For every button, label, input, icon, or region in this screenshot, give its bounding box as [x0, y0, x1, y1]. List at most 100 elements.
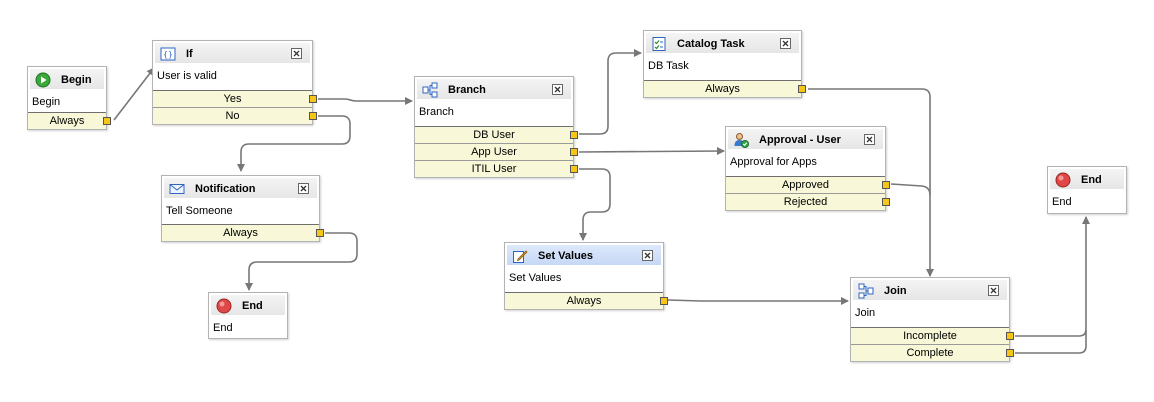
exit-condition-incomplete[interactable]: Incomplete [851, 327, 1014, 344]
activity-title: Notification [195, 183, 256, 195]
exit-port[interactable] [660, 297, 668, 305]
exit-port[interactable] [103, 117, 111, 125]
activity-notification[interactable]: Notification Tell Someone Always [161, 175, 324, 242]
activity-header[interactable]: Approval - User [728, 129, 883, 149]
envelope-icon [169, 181, 185, 197]
exit-label: Always [49, 115, 85, 127]
activity-title: Catalog Task [677, 38, 745, 50]
activity-header[interactable]: {} If [155, 43, 310, 63]
activity-header[interactable]: Set Values [507, 245, 661, 265]
exit-label: Rejected [783, 196, 828, 208]
close-icon[interactable] [864, 134, 875, 145]
activity-set-values[interactable]: Set Values Set Values Always [504, 242, 668, 310]
exit-port[interactable] [882, 198, 890, 206]
activity-header[interactable]: Begin [30, 69, 104, 89]
activity-description: End [1052, 196, 1072, 208]
wire-setvalues-to-join[interactable] [667, 297, 849, 305]
exit-port[interactable] [309, 95, 317, 103]
wire-yes-to-branch[interactable] [318, 97, 413, 105]
activity-title: End [242, 300, 263, 312]
exit-label: Incomplete [903, 330, 957, 342]
stop-icon [216, 298, 232, 314]
exit-port[interactable] [1006, 349, 1014, 357]
exit-label: Complete [906, 347, 954, 359]
exit-label: App User [471, 146, 517, 158]
exit-condition-complete[interactable]: Complete [851, 344, 1014, 361]
activity-header[interactable]: Join [853, 280, 1007, 300]
wire-begin-to-if[interactable] [113, 67, 155, 121]
branch-icon [422, 82, 438, 98]
exit-condition-no[interactable]: No [153, 107, 317, 124]
activity-catalog-task[interactable]: Catalog Task DB Task Always [643, 30, 806, 98]
exit-condition-rejected[interactable]: Rejected [726, 193, 890, 210]
exit-port[interactable] [882, 181, 890, 189]
edit-icon [512, 248, 528, 264]
activity-end[interactable]: End End [1047, 166, 1127, 214]
wire-appuser-to-approval[interactable] [578, 147, 725, 156]
activity-end[interactable]: End End [208, 292, 288, 339]
close-icon[interactable] [291, 48, 302, 59]
activity-title: If [186, 48, 193, 60]
exit-condition-always[interactable]: Always [505, 292, 668, 309]
exit-condition-always[interactable]: Always [644, 80, 806, 97]
condition-icon: {} [160, 46, 176, 62]
exit-label: Yes [223, 93, 242, 105]
exit-condition-always[interactable]: Always [162, 224, 324, 241]
activity-title: Approval - User [759, 134, 841, 146]
wire-approved-to-join[interactable] [890, 183, 931, 196]
activity-approval-user[interactable]: Approval - User Approval for Apps Approv… [725, 126, 890, 211]
exit-label: DB User [473, 129, 515, 141]
exit-port[interactable] [798, 85, 806, 93]
activity-if[interactable]: {} If User is valid Yes No [152, 40, 317, 125]
exit-label: Approved [781, 179, 830, 191]
close-icon[interactable] [642, 250, 653, 261]
wire-catalog-to-join[interactable] [808, 88, 934, 277]
activity-title: End [1081, 174, 1102, 186]
activity-header[interactable]: End [1050, 169, 1124, 189]
wire-notification-to-end[interactable] [245, 232, 358, 291]
activity-description: User is valid [157, 70, 217, 82]
exit-condition-itil-user[interactable]: ITIL User [415, 160, 578, 177]
activity-title: Begin [61, 74, 92, 86]
close-icon[interactable] [988, 285, 999, 296]
activity-branch[interactable]: Branch Branch DB User App User ITIL User [414, 76, 578, 178]
exit-port[interactable] [570, 131, 578, 139]
join-icon [858, 283, 874, 299]
exit-label: Always [705, 83, 740, 95]
activity-header[interactable]: Catalog Task [646, 33, 799, 53]
activity-description: DB Task [648, 60, 689, 72]
wire-complete-to-end[interactable] [1015, 330, 1087, 354]
activity-join[interactable]: Join Join Incomplete Complete [850, 277, 1014, 362]
wire-itiluser-to-setvalues[interactable] [579, 168, 611, 241]
wire-no-to-notification[interactable] [237, 115, 351, 172]
exit-port[interactable] [316, 229, 324, 237]
activity-title: Branch [448, 84, 486, 96]
wire-dbuser-to-catalog[interactable] [579, 49, 642, 135]
exit-port[interactable] [570, 165, 578, 173]
exit-condition-db-user[interactable]: DB User [415, 126, 578, 143]
play-icon [35, 72, 51, 88]
activity-description: Approval for Apps [730, 156, 817, 168]
exit-condition-approved[interactable]: Approved [726, 176, 890, 193]
close-icon[interactable] [780, 38, 791, 49]
task-icon [651, 36, 667, 52]
exit-label: ITIL User [471, 163, 517, 175]
exit-port[interactable] [1006, 332, 1014, 340]
activity-header[interactable]: End [211, 295, 285, 315]
wire-incomplete-to-end[interactable] [1015, 216, 1090, 337]
activity-title: Join [884, 285, 907, 297]
exit-condition-yes[interactable]: Yes [153, 90, 317, 107]
close-icon[interactable] [298, 183, 309, 194]
activity-header[interactable]: Notification [164, 178, 317, 198]
activity-description: Tell Someone [166, 205, 233, 217]
activity-header[interactable]: Branch [417, 79, 571, 99]
activity-begin[interactable]: Begin Begin Always [27, 66, 111, 130]
exit-port[interactable] [309, 112, 317, 120]
close-icon[interactable] [552, 84, 563, 95]
activity-description: Join [855, 307, 876, 319]
exit-condition-app-user[interactable]: App User [415, 143, 578, 160]
activity-description: Set Values [509, 272, 562, 284]
exit-condition-always[interactable]: Always [28, 112, 111, 129]
exit-port[interactable] [570, 148, 578, 156]
